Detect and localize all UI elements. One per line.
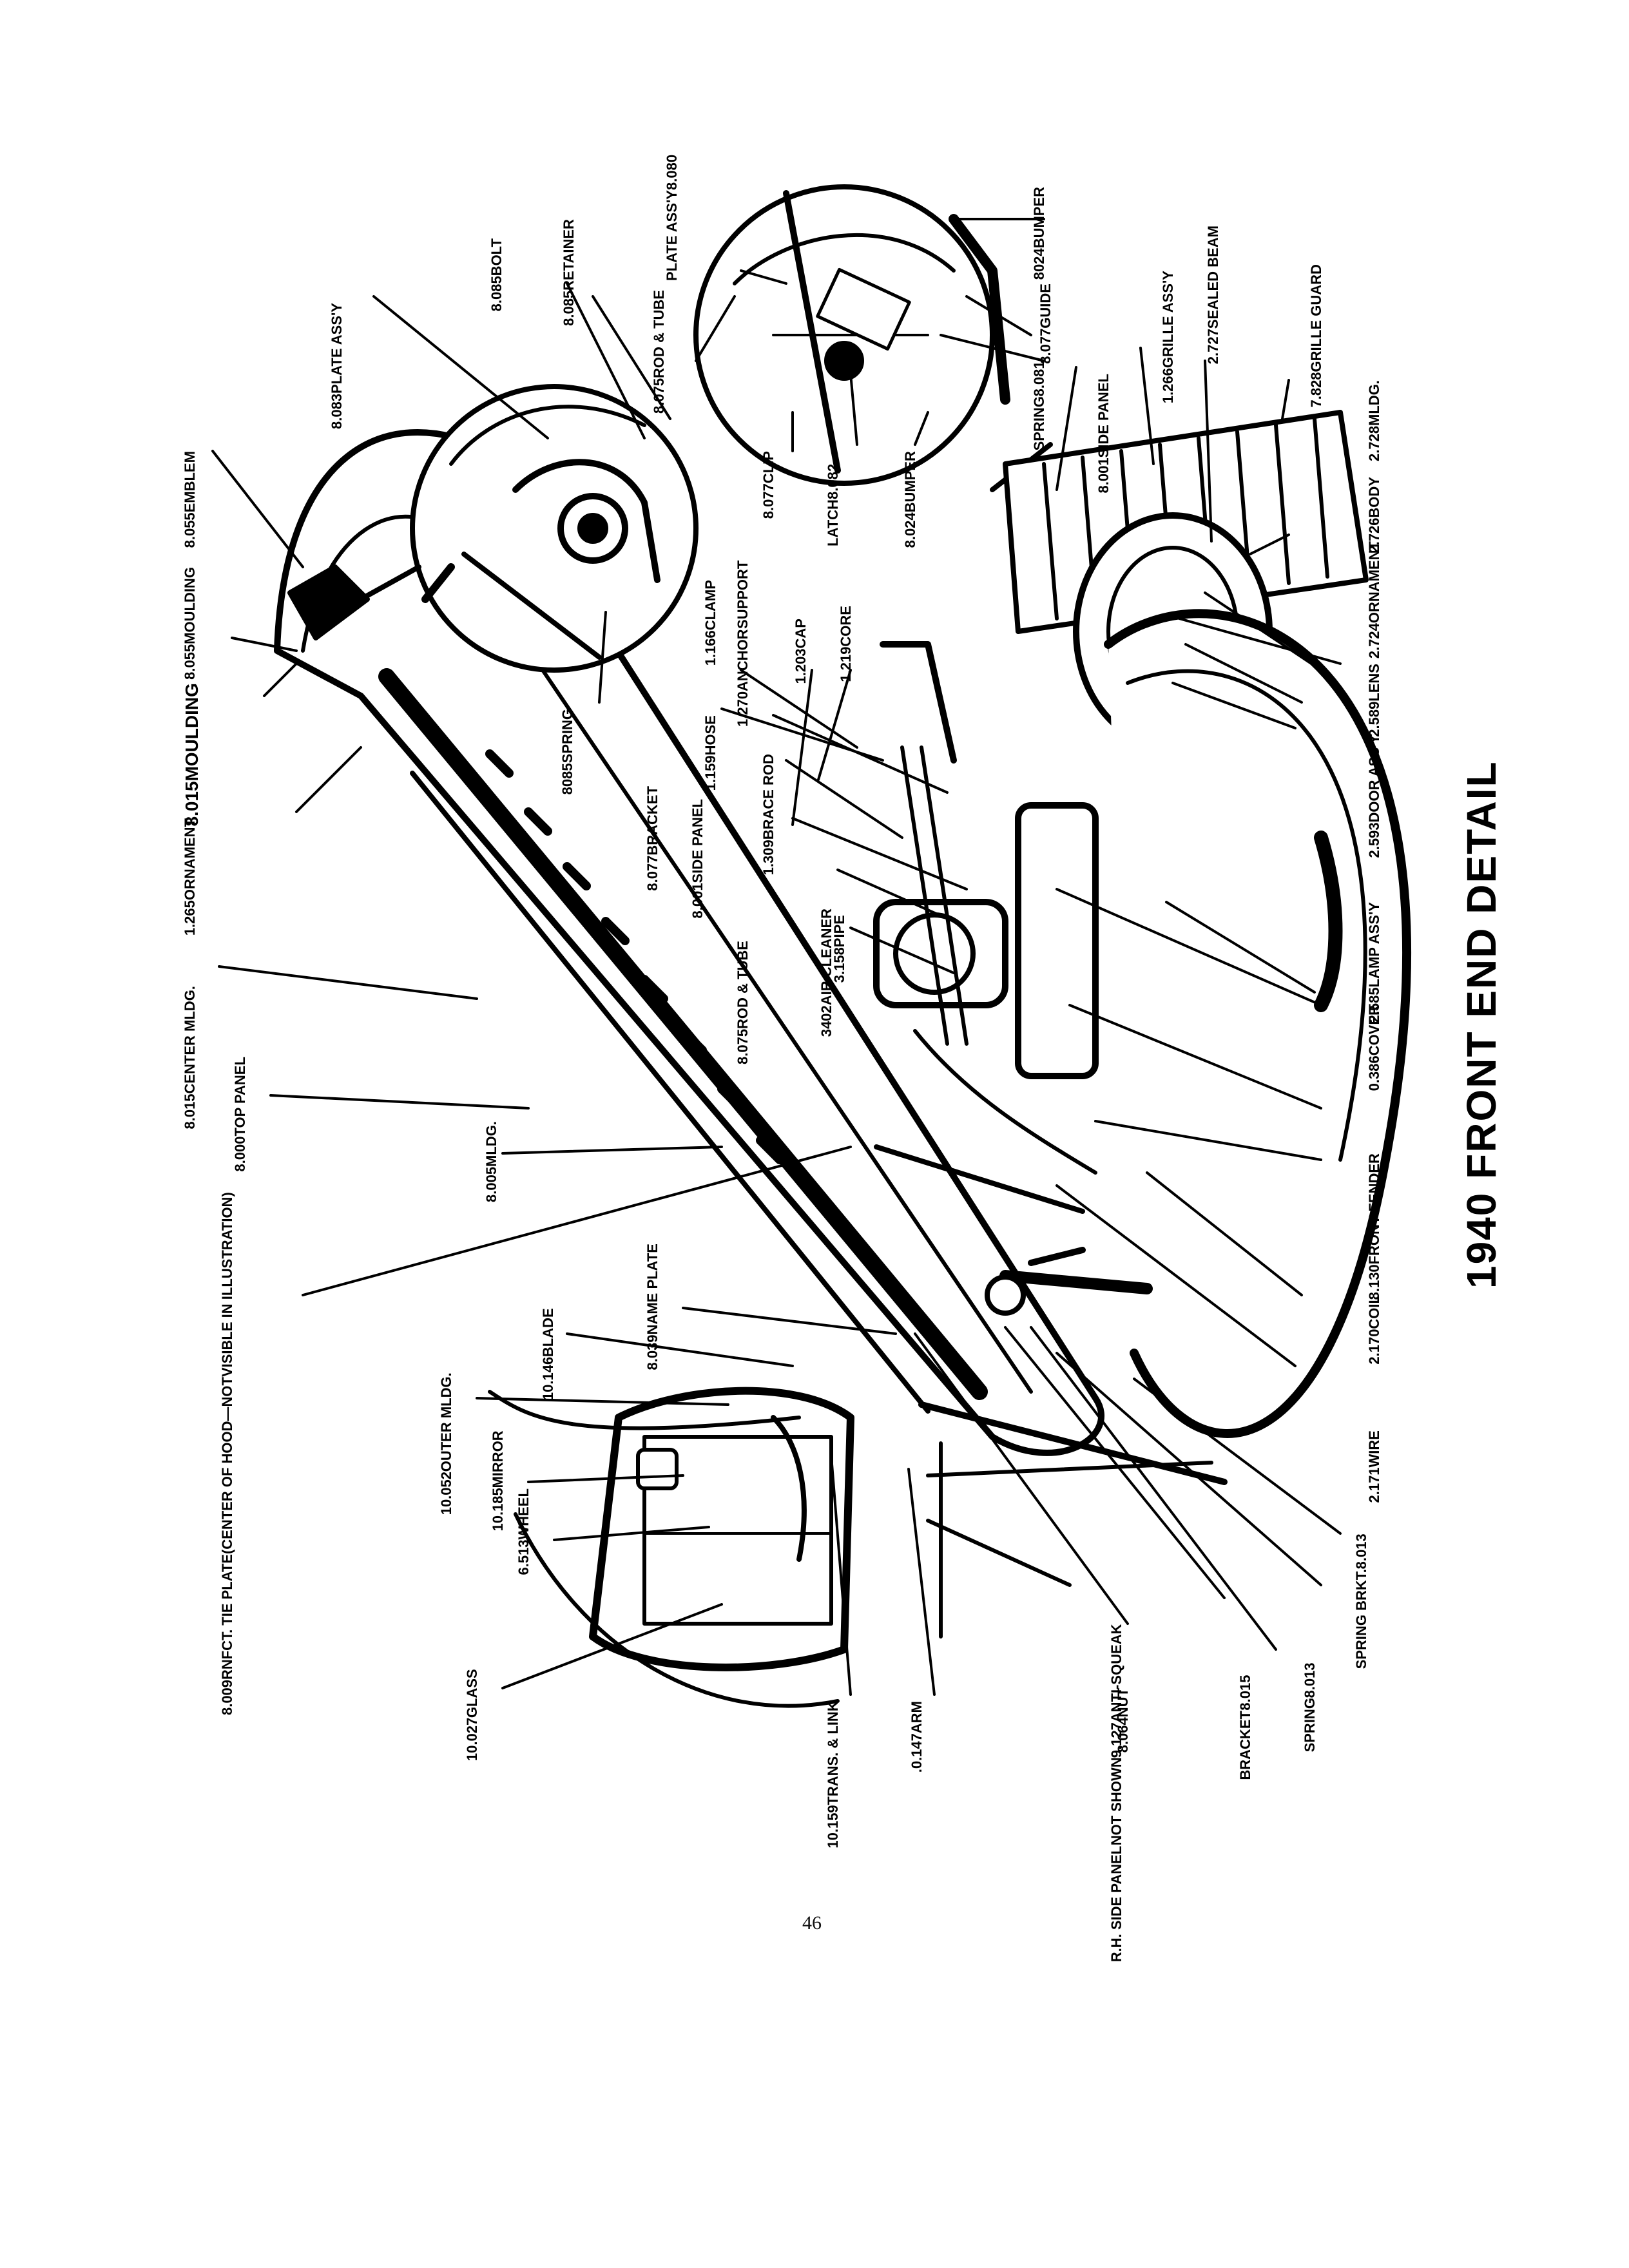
page-title: 1940 FRONT END DETAIL: [1458, 760, 1505, 1289]
callout-8013-spring-brkt: SPRING BRKT.8.013: [1353, 1533, 1369, 1669]
front-fender: [1104, 609, 1411, 1438]
windshield: [589, 1387, 854, 1671]
detail-circle-spring: [410, 384, 699, 673]
page-number: 46: [802, 1912, 822, 1934]
